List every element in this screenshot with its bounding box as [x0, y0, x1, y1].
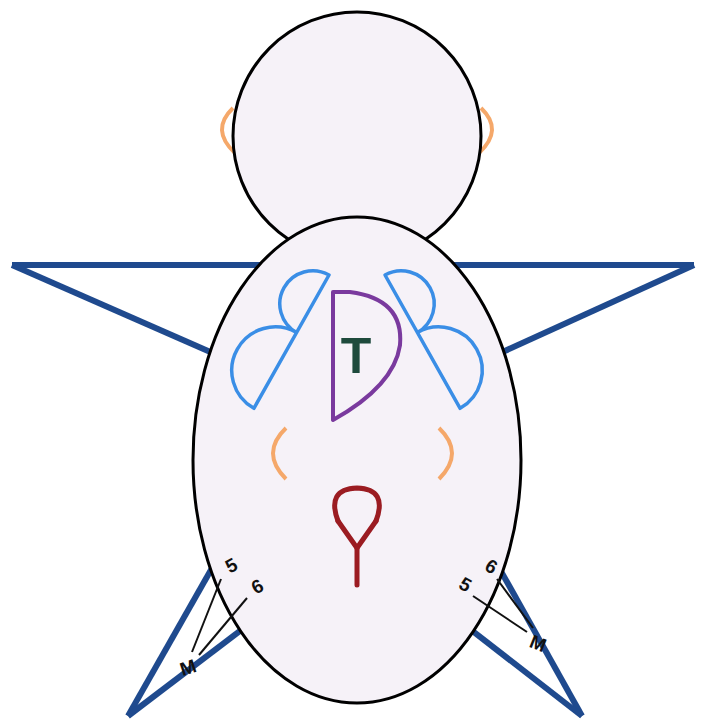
node-letter: T: [341, 331, 372, 381]
leader-line: [192, 579, 533, 655]
b-shape: [216, 254, 329, 409]
y-shape: [335, 488, 380, 585]
d-shape-node: T: [328, 288, 406, 424]
bracket-mark: [439, 428, 452, 479]
body-ellipse: [193, 217, 521, 703]
bracket-mark: [273, 428, 286, 479]
b-shape: [385, 254, 498, 409]
